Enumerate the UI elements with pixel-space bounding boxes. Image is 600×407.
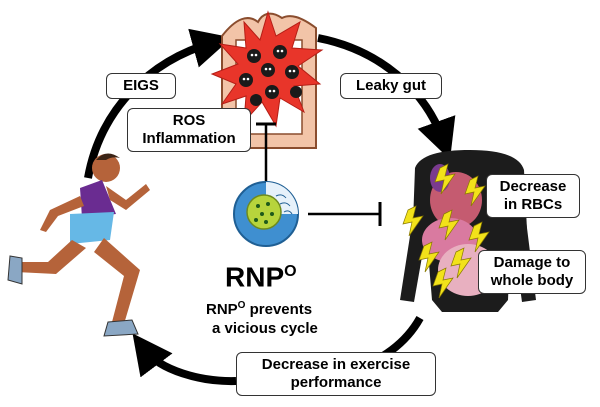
decrease-rbc-label: Decrease in RBCs [486, 174, 580, 218]
exercise-label-line1: Decrease in exercise [261, 356, 411, 373]
rbc-label-line2: in RBCs [503, 196, 563, 213]
damage-label-line2: whole body [490, 272, 574, 289]
runner-illustration [7, 153, 150, 337]
rnp-caption: RNPO prevents a vicious cycle [206, 296, 356, 338]
exercise-performance-label: Decrease in exercise performance [236, 352, 436, 396]
ros-label-line2: Inflammation [142, 130, 236, 147]
eigs-label: EIGS [106, 73, 176, 99]
damage-label-line1: Damage to [493, 254, 571, 271]
rnp-title-superscript: O [284, 263, 297, 280]
rnp-caption-line1: RNPO prevents [206, 300, 313, 318]
rnp-title: RNPO [225, 261, 297, 293]
rbc-label-line1: Decrease [499, 178, 567, 195]
ros-label-line1: ROS [172, 112, 206, 129]
rnp-particle-icon [233, 181, 299, 247]
rnp-caption-line2: a vicious cycle [212, 320, 318, 337]
damage-label: Damage to whole body [478, 250, 586, 294]
arrow-exercise-to-runner [132, 333, 237, 386]
ros-inflammation-label: ROS Inflammation [127, 108, 251, 152]
exercise-label-line2: performance [290, 374, 382, 391]
leaky-gut-label: Leaky gut [340, 73, 442, 99]
